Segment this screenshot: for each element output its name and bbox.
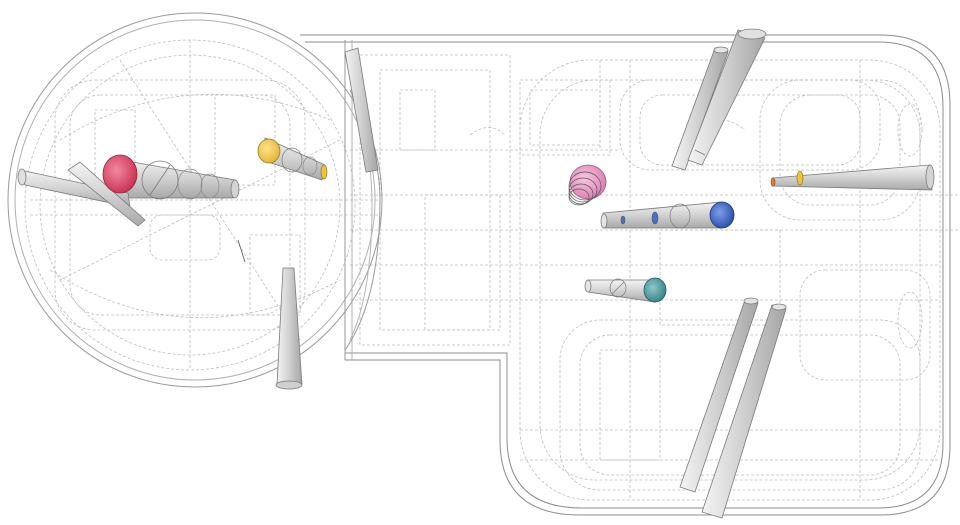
teal-opening [643,277,667,303]
tube-left-angled [17,161,146,227]
tube-teal [584,278,656,303]
tube-lower-right-2 [701,303,787,519]
blue-opening [709,201,735,229]
tube-vertical-divider [344,47,379,173]
red-opening [102,154,138,194]
tube-right-horizontal [770,164,935,191]
tube-vertical-left [275,267,303,390]
tube-blue [600,201,723,229]
tube-upper-right-1 [671,46,729,171]
tube-lower-right-1 [679,297,759,493]
outer-shell [7,12,951,516]
pink-coil [568,164,607,206]
yellow-opening [257,138,281,164]
tube-upper-right-2 [687,28,767,166]
hidden-lines [24,39,960,501]
